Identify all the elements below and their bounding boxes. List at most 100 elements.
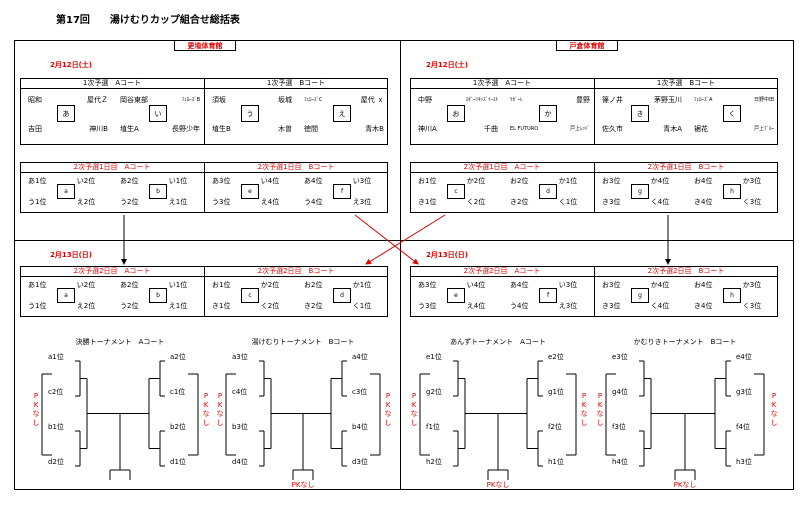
seed-slot: f1位 (426, 423, 440, 431)
court-header: 2次予選1日目 Bコート (204, 162, 388, 173)
team-slot: お3位 (602, 177, 621, 185)
team-slot: 青木A (663, 125, 682, 133)
team-slot: あ1位 (28, 281, 47, 289)
team-slot: 岡谷東部 (120, 96, 148, 104)
team-slot: き4位 (694, 302, 713, 310)
team-slot: く4位 (650, 198, 670, 206)
group-label-box: f (333, 184, 351, 199)
pk-char: な (410, 410, 418, 418)
pk-char: K (203, 401, 209, 409)
team-slot: あ3位 (418, 281, 437, 289)
pk-char: し (202, 419, 210, 427)
seed-slot: h1位 (548, 458, 564, 466)
team-slot: か4位 (650, 281, 670, 289)
team-slot: う2位 (120, 302, 139, 310)
team-slot: 埴生A (120, 125, 139, 133)
team-slot: あ2位 (120, 177, 139, 185)
team-slot: お3位 (602, 281, 621, 289)
team-slot: 豊野 (576, 96, 590, 104)
team-slot: 埴生B (212, 125, 231, 133)
seed-slot: g1位 (548, 388, 564, 396)
date-left-day1: 2月12日(土) (50, 61, 93, 69)
group-label-box: え (333, 105, 351, 122)
seed-slot: a1位 (48, 353, 64, 361)
court-divider (204, 78, 205, 145)
team-slot: 佐久市 (602, 125, 623, 133)
team-slot: え4位 (260, 198, 280, 206)
team-slot: 戸上ﾚｯﾄﾞ (569, 126, 590, 132)
pk-char: な (596, 410, 604, 418)
team-slot: く4位 (650, 302, 670, 310)
seed-slot: e4位 (736, 353, 752, 361)
team-slot: え2位 (76, 198, 96, 206)
court-header: 1次予選 Bコート (204, 78, 388, 89)
group-label-box: d (539, 184, 557, 199)
group-label-box: h (723, 184, 741, 199)
pk-char: な (770, 410, 778, 418)
center-divider (400, 40, 401, 490)
tournament-title: あんずトーナメント Aコート (450, 338, 546, 346)
court-header: 2次予選2日目 Aコート (20, 266, 204, 277)
pk-char: な (580, 410, 588, 418)
seed-slot: e2位 (548, 353, 564, 361)
pk-char: P (597, 392, 603, 400)
seed-slot: g3位 (736, 388, 752, 396)
group-label-box: h (723, 288, 741, 303)
group-label-box: a (57, 288, 75, 303)
team-slot: 木曽 (278, 125, 292, 133)
team-slot: あ3位 (212, 177, 231, 185)
pk-char: し (384, 419, 392, 427)
team-slot: 青木B (365, 125, 384, 133)
court-header: 2次予選2日目 Bコート (594, 266, 778, 277)
seed-slot: c4位 (232, 388, 248, 396)
seed-slot: f4位 (736, 423, 750, 431)
team-slot: え4位 (466, 302, 486, 310)
tournament-title: 湯けむりトーナメント Bコート (251, 338, 355, 346)
team-slot: 日野中田 (753, 97, 774, 103)
team-slot: 千曲 (484, 125, 498, 133)
seed-slot: h2位 (426, 458, 442, 466)
team-slot: 篠ノ井 (602, 96, 623, 104)
group-label-box: う (241, 105, 259, 122)
team-slot: い3位 (558, 281, 578, 289)
group-label-box: g (631, 288, 649, 303)
pk-char: P (203, 392, 209, 400)
team-slot: お2位 (510, 177, 529, 185)
team-slot: く2位 (260, 302, 280, 310)
team-slot: き2位 (304, 302, 323, 310)
team-slot: え2位 (76, 302, 96, 310)
pk-note: PKなし (291, 481, 315, 489)
team-slot: 須坂 (212, 96, 226, 104)
seed-slot: b3位 (232, 423, 248, 431)
court-header: 2次予選1日目 Aコート (20, 162, 204, 173)
team-slot: 昭和 (28, 96, 42, 104)
seed-slot: f2位 (548, 423, 562, 431)
seed-slot: d4位 (232, 458, 248, 466)
pk-char: P (33, 392, 39, 400)
team-slot: い2位 (76, 281, 96, 289)
pk-char: K (771, 401, 777, 409)
team-slot: く3位 (742, 302, 762, 310)
group-label-box: d (333, 288, 351, 303)
pk-char: P (411, 392, 417, 400)
seed-slot: c3位 (352, 388, 368, 396)
team-slot: く1位 (352, 302, 372, 310)
pk-char: な (202, 410, 210, 418)
team-slot: う1位 (28, 302, 47, 310)
tournament-title: 決勝トーナメント Aコート (75, 338, 165, 346)
pk-char: し (32, 419, 40, 427)
team-slot: 神川A (418, 125, 437, 133)
seed-slot: g4位 (612, 388, 628, 396)
team-slot: 茅野玉川 (654, 96, 682, 104)
team-slot: え3位 (558, 302, 578, 310)
team-slot: き3位 (602, 198, 621, 206)
team-slot: う1位 (28, 198, 47, 206)
team-slot: き1位 (418, 198, 437, 206)
venue-right: 戸倉体育館 (556, 40, 618, 51)
group-label-box: g (631, 184, 649, 199)
team-slot: え1位 (168, 302, 188, 310)
pk-char: K (385, 401, 391, 409)
